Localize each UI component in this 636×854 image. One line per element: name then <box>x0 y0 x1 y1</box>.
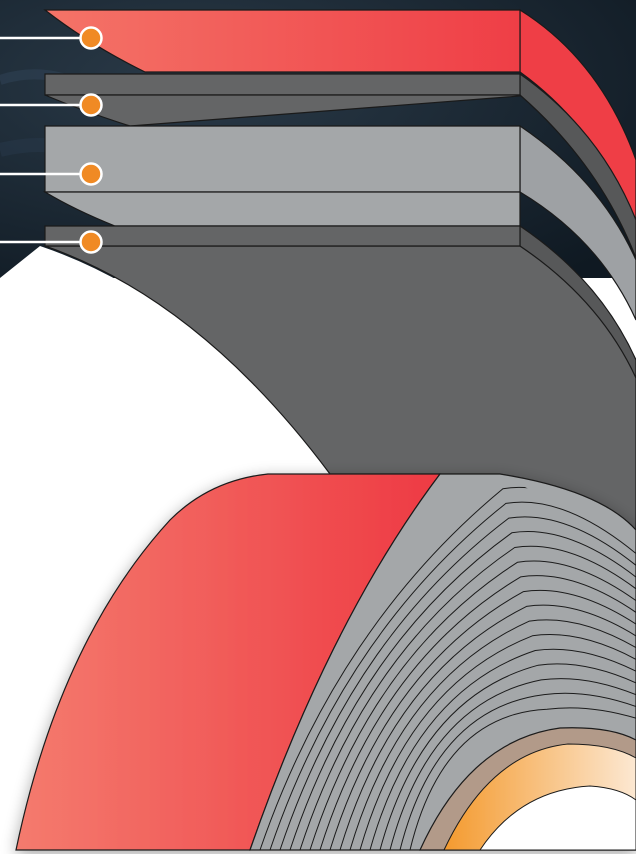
orange-dot-callout-icon <box>81 232 102 253</box>
adhesive-bottom-face <box>45 226 520 246</box>
orange-dot-callout-icon <box>81 28 102 49</box>
adhesive-top-face <box>45 74 520 95</box>
foam-core-face <box>45 126 520 192</box>
orange-dot-callout-icon <box>81 164 102 185</box>
foam-core-front <box>45 192 520 226</box>
orange-dot-callout-icon <box>81 95 102 116</box>
